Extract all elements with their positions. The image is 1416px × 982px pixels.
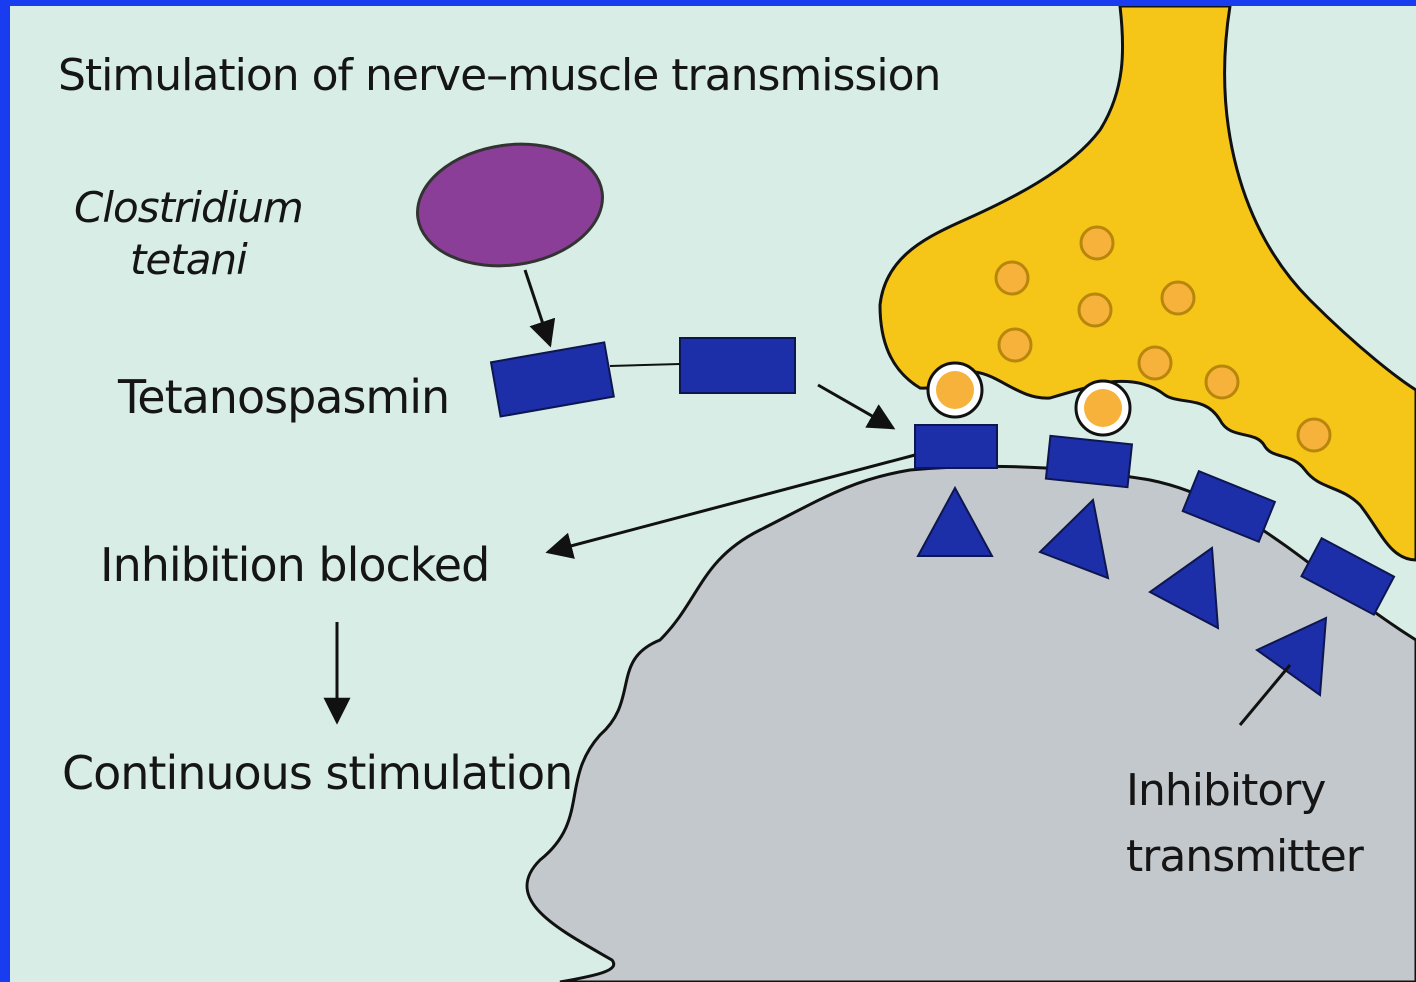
label-inhibition-blocked: Inhibition blocked <box>100 538 489 592</box>
label-transmitter-line1: Inhibitory <box>1126 758 1363 824</box>
label-clostridium-tetani: Clostridium tetani <box>74 182 303 286</box>
label-inhibitory-transmitter: Inhibitory transmitter <box>1126 758 1363 890</box>
bacterium <box>410 133 611 278</box>
diagram-frame: Stimulation of nerve–muscle transmission… <box>10 6 1416 982</box>
label-organism-genus: Clostridium <box>74 182 303 234</box>
label-organism-species: tetani <box>74 234 303 286</box>
label-tetanospasmin: Tetanospasmin <box>118 370 449 424</box>
label-transmitter-line2: transmitter <box>1126 824 1363 890</box>
diagram-title: Stimulation of nerve–muscle transmission <box>58 50 940 101</box>
arrow-bacterium-to-toxin <box>525 270 550 345</box>
label-continuous-stimulation: Continuous stimulation <box>62 746 572 800</box>
arrow-toxin-to-synapse <box>818 385 893 428</box>
